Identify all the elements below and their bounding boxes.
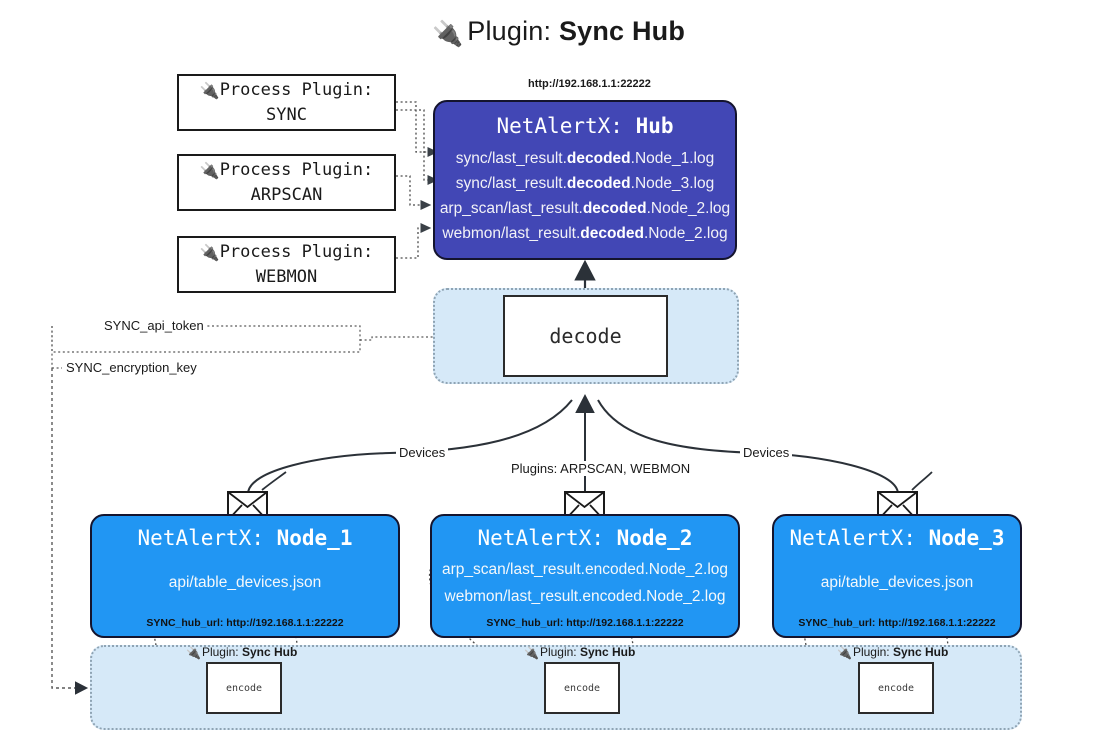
decode-box[interactable]: decode [503,295,668,377]
node-title: NetAlertX: Node_2 [477,526,693,550]
node-title: NetAlertX: Node_3 [789,526,1005,550]
node-box-1[interactable]: NetAlertX: Node_1 api/table_devices.json… [90,514,400,638]
page-title-name: Sync Hub [558,16,686,46]
hub-node[interactable]: NetAlertX: Hub sync/last_result.decoded.… [433,100,737,260]
node-line: api/table_devices.json [820,574,974,592]
encoder-plugin-label-1: 🔌Plugin: Sync Hub [186,645,298,660]
hub-log-line: webmon/last_result.decoded.Node_2.log [442,225,728,243]
process-plugin-label: Process Plugin: [219,79,374,100]
process-plugin-name: SYNC [266,104,307,125]
secret-label-encryption-key: SYNC_encryption_key [63,360,200,375]
hub-log-line: arp_scan/last_result.decoded.Node_2.log [439,200,731,218]
hub-log-line: sync/last_result.decoded.Node_3.log [455,175,715,193]
plug-icon: 🔌 [524,646,539,660]
process-plugin-arpscan[interactable]: 🔌Process Plugin: ARPSCAN [177,154,396,211]
encode-box-2[interactable]: encode [544,662,620,714]
hub-url-label: http://192.168.1.1:22222 [528,78,651,90]
flow-label-devices-right: Devices [740,445,793,460]
process-plugin-name: WEBMON [255,266,318,287]
process-plugin-label: Process Plugin: [219,159,374,180]
hub-log-line: sync/last_result.decoded.Node_1.log [455,150,715,167]
hub-title: NetAlertX: Hub [496,114,673,138]
encoder-plugin-label-3: 🔌Plugin: Sync Hub [837,645,949,660]
plug-icon: 🔌 [199,160,220,180]
node-footer: SYNC_hub_url: http://192.168.1.1:22222 [798,617,996,629]
encode-box-3[interactable]: encode [858,662,934,714]
process-plugin-sync[interactable]: 🔌Process Plugin: SYNC [177,74,396,131]
plug-icon: 🔌 [199,242,220,262]
node-line: arp_scan/last_result.encoded.Node_2.log [441,561,729,579]
process-plugin-webmon[interactable]: 🔌Process Plugin: WEBMON [177,236,396,293]
encoder-plugin-label-2: 🔌Plugin: Sync Hub [524,645,636,660]
process-plugin-name: ARPSCAN [250,184,323,205]
node-box-2[interactable]: NetAlertX: Node_2 arp_scan/last_result.e… [430,514,740,638]
hub-title-prefix: NetAlertX: [496,114,636,138]
plug-icon: 🔌 [431,20,464,48]
encode-box-1[interactable]: encode [206,662,282,714]
secret-label-api-token: SYNC_api_token [101,318,207,333]
flow-label-devices-left: Devices [396,445,449,460]
plug-icon: 🔌 [186,646,201,660]
node-line: api/table_devices.json [168,574,322,592]
plug-icon: 🔌 [837,646,852,660]
page-title-prefix: Plugin: [467,16,559,46]
node-footer: SYNC_hub_url: http://192.168.1.1:22222 [146,617,344,629]
process-plugin-label: Process Plugin: [219,241,374,262]
node-title: NetAlertX: Node_1 [137,526,353,550]
node-box-3[interactable]: NetAlertX: Node_3 api/table_devices.json… [772,514,1022,638]
hub-title-name: Hub [635,114,674,138]
page-title: 🔌Plugin: Sync Hub [0,16,1117,49]
plug-icon: 🔌 [199,80,220,100]
node-footer: SYNC_hub_url: http://192.168.1.1:22222 [486,617,684,629]
node-line: webmon/last_result.encoded.Node_2.log [444,587,726,605]
flow-label-plugins-middle: Plugins: ARPSCAN, WEBMON [508,461,694,476]
